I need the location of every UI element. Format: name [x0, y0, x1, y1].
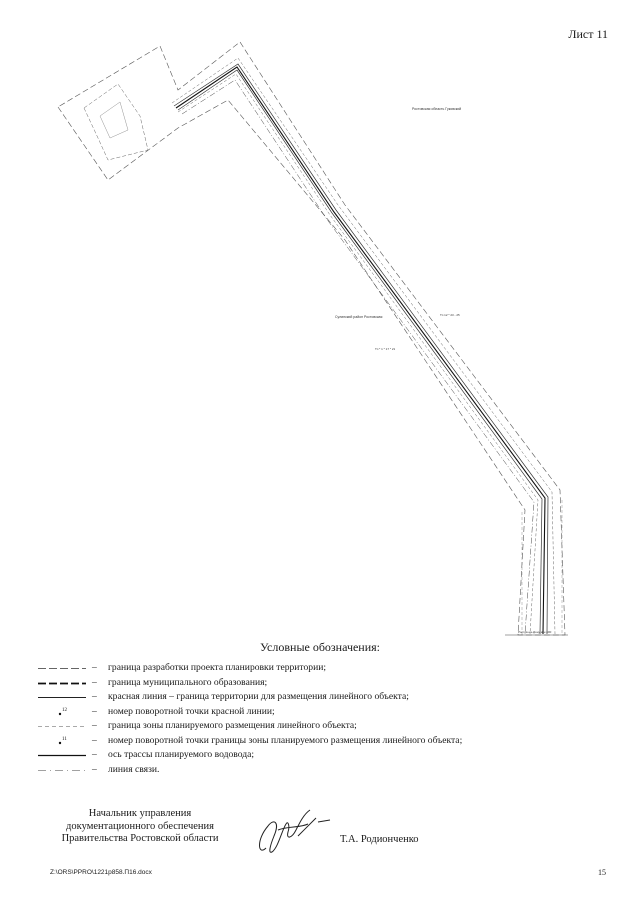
legend-symbol [38, 754, 86, 757]
map-label-bottom: Ростов-на-Дону м-н 400 [518, 630, 552, 634]
pipeline-axis [175, 66, 546, 635]
legend-text: граница муниципального образования; [108, 676, 268, 688]
signer-position: Начальник управления документационного о… [61, 808, 219, 844]
legend-text: граница разработки проекта планировки те… [108, 662, 327, 673]
parcel-outline [83, 83, 149, 161]
sheet-label: Лист 11 [568, 27, 608, 41]
page-number: 15 [598, 868, 606, 877]
map-drawing: Ростовская область Гуковский Сулинский р… [57, 41, 568, 636]
legend-text: номер поворотной точки красной линии; [108, 705, 275, 717]
map-label-point-a: Тп 12 * 23 - 25 [440, 313, 460, 317]
legend-item: – линия связи. [36, 763, 616, 778]
legend-text: красная линия – граница территории для р… [108, 691, 409, 702]
legend-item: 12 – номер поворотной точки красной лини… [36, 705, 616, 720]
legend-text: ось трассы планируемого водовода; [108, 749, 255, 760]
red-line-1 [173, 63, 549, 635]
legend-symbol [38, 769, 86, 771]
legend-item: – ось трассы планируемого водовода; [36, 748, 616, 763]
handwritten-signature [259, 809, 331, 853]
file-reference: Z:\ORS\PPRO\1221p858.П16.docx [50, 869, 152, 876]
legend-symbol: 12 [58, 708, 68, 715]
legend-text: линия связи. [108, 763, 160, 775]
legend-item: – граница разработки проекта планировки … [36, 661, 616, 676]
legend-symbol: 11 [58, 737, 67, 744]
legend-list: – граница разработки проекта планировки … [36, 661, 616, 777]
legend-symbol [38, 726, 86, 727]
legend-symbol [38, 697, 86, 698]
legend-title: Условные обозначения: [259, 640, 381, 654]
signer-name: Т.А. Родионченко [340, 834, 419, 845]
comm-line [181, 79, 535, 635]
map-label-zone-b: Сулинский район Ростовская [335, 315, 383, 319]
map-label-point-b: Тп * 1 * 17 * 21 [375, 347, 396, 351]
legend-symbol [38, 668, 86, 669]
legend-item: 11 – номер поворотной точки границы зоны… [36, 734, 616, 749]
planning-boundary [57, 41, 566, 636]
map-label-zone-a: Ростовская область Гуковский [412, 107, 461, 111]
parcel-inner [99, 101, 129, 139]
red-line-2 [177, 69, 543, 635]
legend-item: – граница зоны планируемого размещения л… [36, 719, 616, 734]
legend-item: – граница муниципального образования; [36, 676, 616, 691]
legend-text: граница зоны планируемого размещения лин… [108, 720, 357, 731]
svg-text:12: 12 [62, 708, 68, 713]
legend-item: – красная линия – граница территории для… [36, 690, 616, 705]
legend-symbol [38, 682, 86, 684]
placement-zone-boundary-2 [177, 73, 539, 635]
svg-text:11: 11 [62, 737, 67, 742]
placement-zone-boundary [171, 57, 556, 635]
legend-text: номер поворотной точки границы зоны план… [108, 734, 463, 746]
